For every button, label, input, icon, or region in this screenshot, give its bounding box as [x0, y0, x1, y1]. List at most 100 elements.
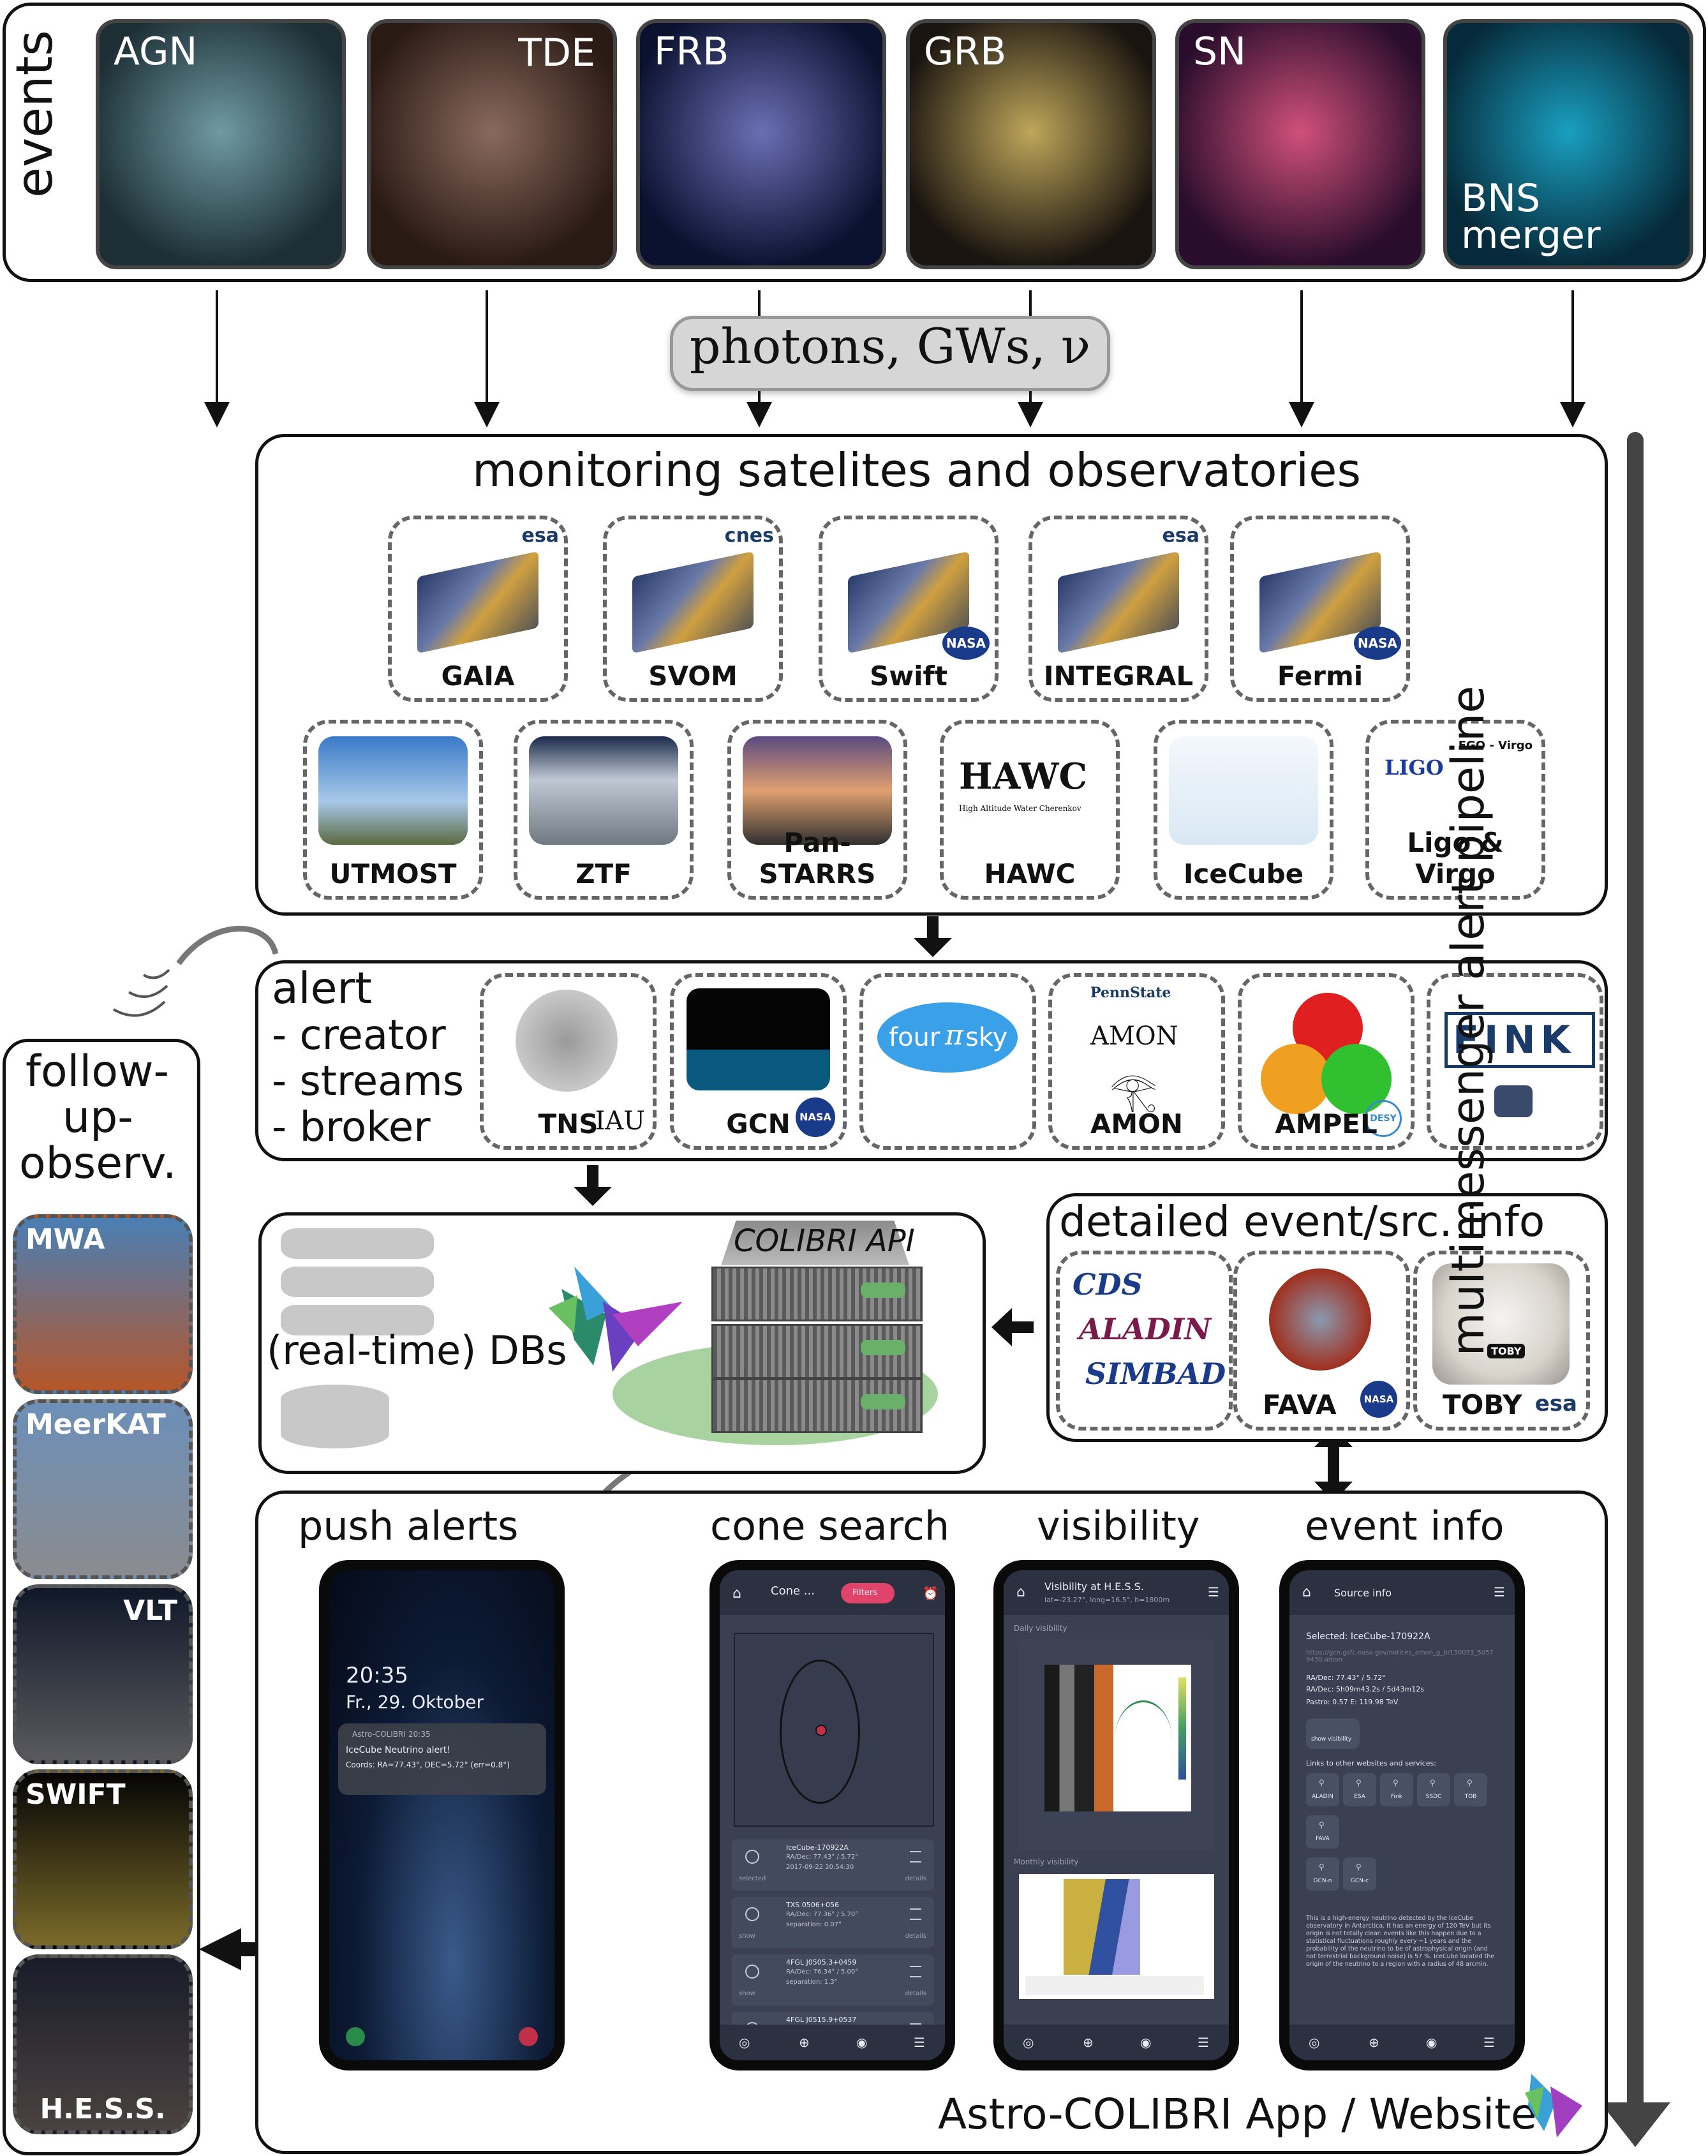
globe-icon[interactable]: ◎	[1309, 2035, 1320, 2050]
event-label: GRB	[924, 29, 1007, 74]
followup-observatory-label: MeerKAT	[26, 1408, 166, 1441]
service-link-label: GCN-n	[1313, 1878, 1332, 1884]
followup-observatory-label: MWA	[26, 1223, 105, 1256]
followup-observatory-tile: H.E.S.S.	[13, 1954, 193, 2134]
followup-observatory-label: VLT	[123, 1595, 177, 1627]
target-icon[interactable]: ⊕	[1083, 2035, 1094, 2050]
server-led	[861, 1340, 905, 1355]
list-icon[interactable]	[910, 1908, 921, 1920]
alert-line-creator: - creator	[272, 1012, 446, 1059]
observatory-logo-2: EGO - Virgo	[1458, 739, 1533, 752]
observatory-image-icon	[743, 736, 892, 845]
globe-icon[interactable]: ◎	[739, 2035, 750, 2050]
observatory-image-icon	[1381, 736, 1530, 845]
link-icon: ⚲	[1319, 1862, 1325, 1871]
event-label: FRB	[654, 29, 729, 74]
broker-image-icon	[1065, 988, 1208, 1090]
home-icon[interactable]: ⌂	[1016, 1584, 1025, 1600]
home-icon[interactable]: ⌂	[732, 1586, 741, 1602]
list-icon[interactable]: ☰	[1483, 2035, 1495, 2050]
list-icon[interactable]	[910, 1851, 921, 1862]
sky-map[interactable]	[734, 1633, 934, 1827]
service-link-button[interactable]: ⚲SSDC	[1417, 1773, 1450, 1806]
event-label: SN	[1193, 29, 1246, 74]
result-line2: RA/Dec: 77.36° / 5.70°	[786, 1911, 859, 1918]
notification-card[interactable]: Astro-COLIBRI 20:35 IceCube Neutrino ale…	[338, 1723, 546, 1795]
info-radec: RA/Dec: 77.43° / 5.72°	[1306, 1674, 1386, 1682]
broker-name: AMON	[1090, 1108, 1184, 1140]
info-link[interactable]: https://gcn.gsfc.nasa.gov/notices_amon_g…	[1306, 1649, 1494, 1663]
service-link-button[interactable]: ⚲ALADIN	[1306, 1773, 1339, 1806]
list-icon[interactable]	[910, 1966, 921, 1977]
event-thumbnail: TDE	[367, 19, 617, 269]
followup-observatory-label: H.E.S.S.	[40, 2093, 166, 2125]
link-icon: ⚲	[1467, 1778, 1473, 1787]
target-icon[interactable]	[745, 1965, 759, 1979]
service-link-button[interactable]: ⚲ESA	[1343, 1773, 1376, 1806]
camera-icon[interactable]	[519, 2027, 538, 2046]
toby-dog-icon	[1432, 1263, 1570, 1385]
target-icon[interactable]	[745, 1907, 759, 1921]
service-link-button[interactable]: ⚲ GCN-n	[1306, 1857, 1339, 1891]
info-extra: Pastro: 0.57 E: 119.98 TeV	[1306, 1698, 1399, 1706]
eye-icon[interactable]: ◉	[1140, 2035, 1152, 2050]
event-thumbnail: AGN	[96, 19, 346, 269]
service-link-button[interactable]: ⚲GCN-c	[1343, 1857, 1376, 1891]
filters-button-label: Filters	[852, 1588, 877, 1598]
filters-button[interactable]: Filters	[841, 1583, 895, 1603]
target-icon[interactable]	[745, 1850, 759, 1864]
show-visibility-button[interactable]: show visibility	[1306, 1718, 1360, 1749]
followup-observatory-tile: MWA	[13, 1214, 193, 1394]
server-led	[861, 1394, 905, 1409]
fourpisky-logo-sky: sky	[965, 1023, 1008, 1052]
eye-icon[interactable]: ◉	[1426, 2035, 1437, 2050]
service-link-button[interactable]: ⚲FAVA	[1306, 1815, 1339, 1848]
observatory-name: ZTF	[576, 858, 632, 889]
menu-icon[interactable]: ☰	[1208, 1584, 1219, 1600]
globe-icon[interactable]: ◎	[1023, 2035, 1034, 2050]
server-unit	[711, 1324, 923, 1379]
tree-icon	[516, 990, 618, 1092]
result-line3: 2017-09-22 20:54:30	[786, 1864, 854, 1871]
result-line2: RA/Dec: 76.34° / 5.00°	[786, 1968, 859, 1975]
observatory-image-icon	[529, 736, 678, 845]
phone-call-icon[interactable]	[346, 2027, 365, 2046]
service-link-button[interactable]: ⚲TOB	[1454, 1773, 1487, 1806]
notif-app: Astro-COLIBRI	[352, 1730, 406, 1739]
section-cone-search: cone search	[710, 1503, 950, 1549]
list-icon[interactable]: ☰	[1198, 2035, 1209, 2050]
observatory-logo-subtitle: High Altitude Water Cherenkov	[959, 804, 1081, 813]
fava-patch-icon	[1269, 1268, 1371, 1371]
followup-observatory-tile: SWIFT	[13, 1769, 193, 1949]
service-link-button[interactable]: ⚲Fink	[1380, 1773, 1413, 1806]
vis-subtitle: lat=-23.27°, long=16.5°, h=1800m	[1044, 1596, 1170, 1604]
section-push-alerts: push alerts	[298, 1503, 519, 1549]
info-header	[1289, 1570, 1515, 1615]
home-icon[interactable]: ⌂	[1302, 1584, 1311, 1600]
observatory-name: Pan-STARRS	[759, 827, 876, 889]
menu-icon[interactable]: ☰	[1494, 1584, 1505, 1600]
server-unit	[711, 1267, 923, 1321]
eye-icon[interactable]: ◉	[856, 2035, 868, 2050]
info-selected: Selected: IceCube-170922A	[1306, 1632, 1430, 1642]
vis-header	[1004, 1570, 1229, 1615]
target-icon[interactable]: ⊕	[799, 2035, 810, 2050]
links-label: Links to other websites and services:	[1306, 1759, 1436, 1767]
alarm-icon[interactable]: ⏰	[923, 1586, 939, 1601]
target-icon[interactable]: ⊕	[1369, 2035, 1379, 2050]
list-icon[interactable]: ☰	[914, 2035, 925, 2050]
result-name: 4FGL J0505.3+0459	[786, 1958, 857, 1966]
satellite-name: Fermi	[1277, 660, 1363, 692]
